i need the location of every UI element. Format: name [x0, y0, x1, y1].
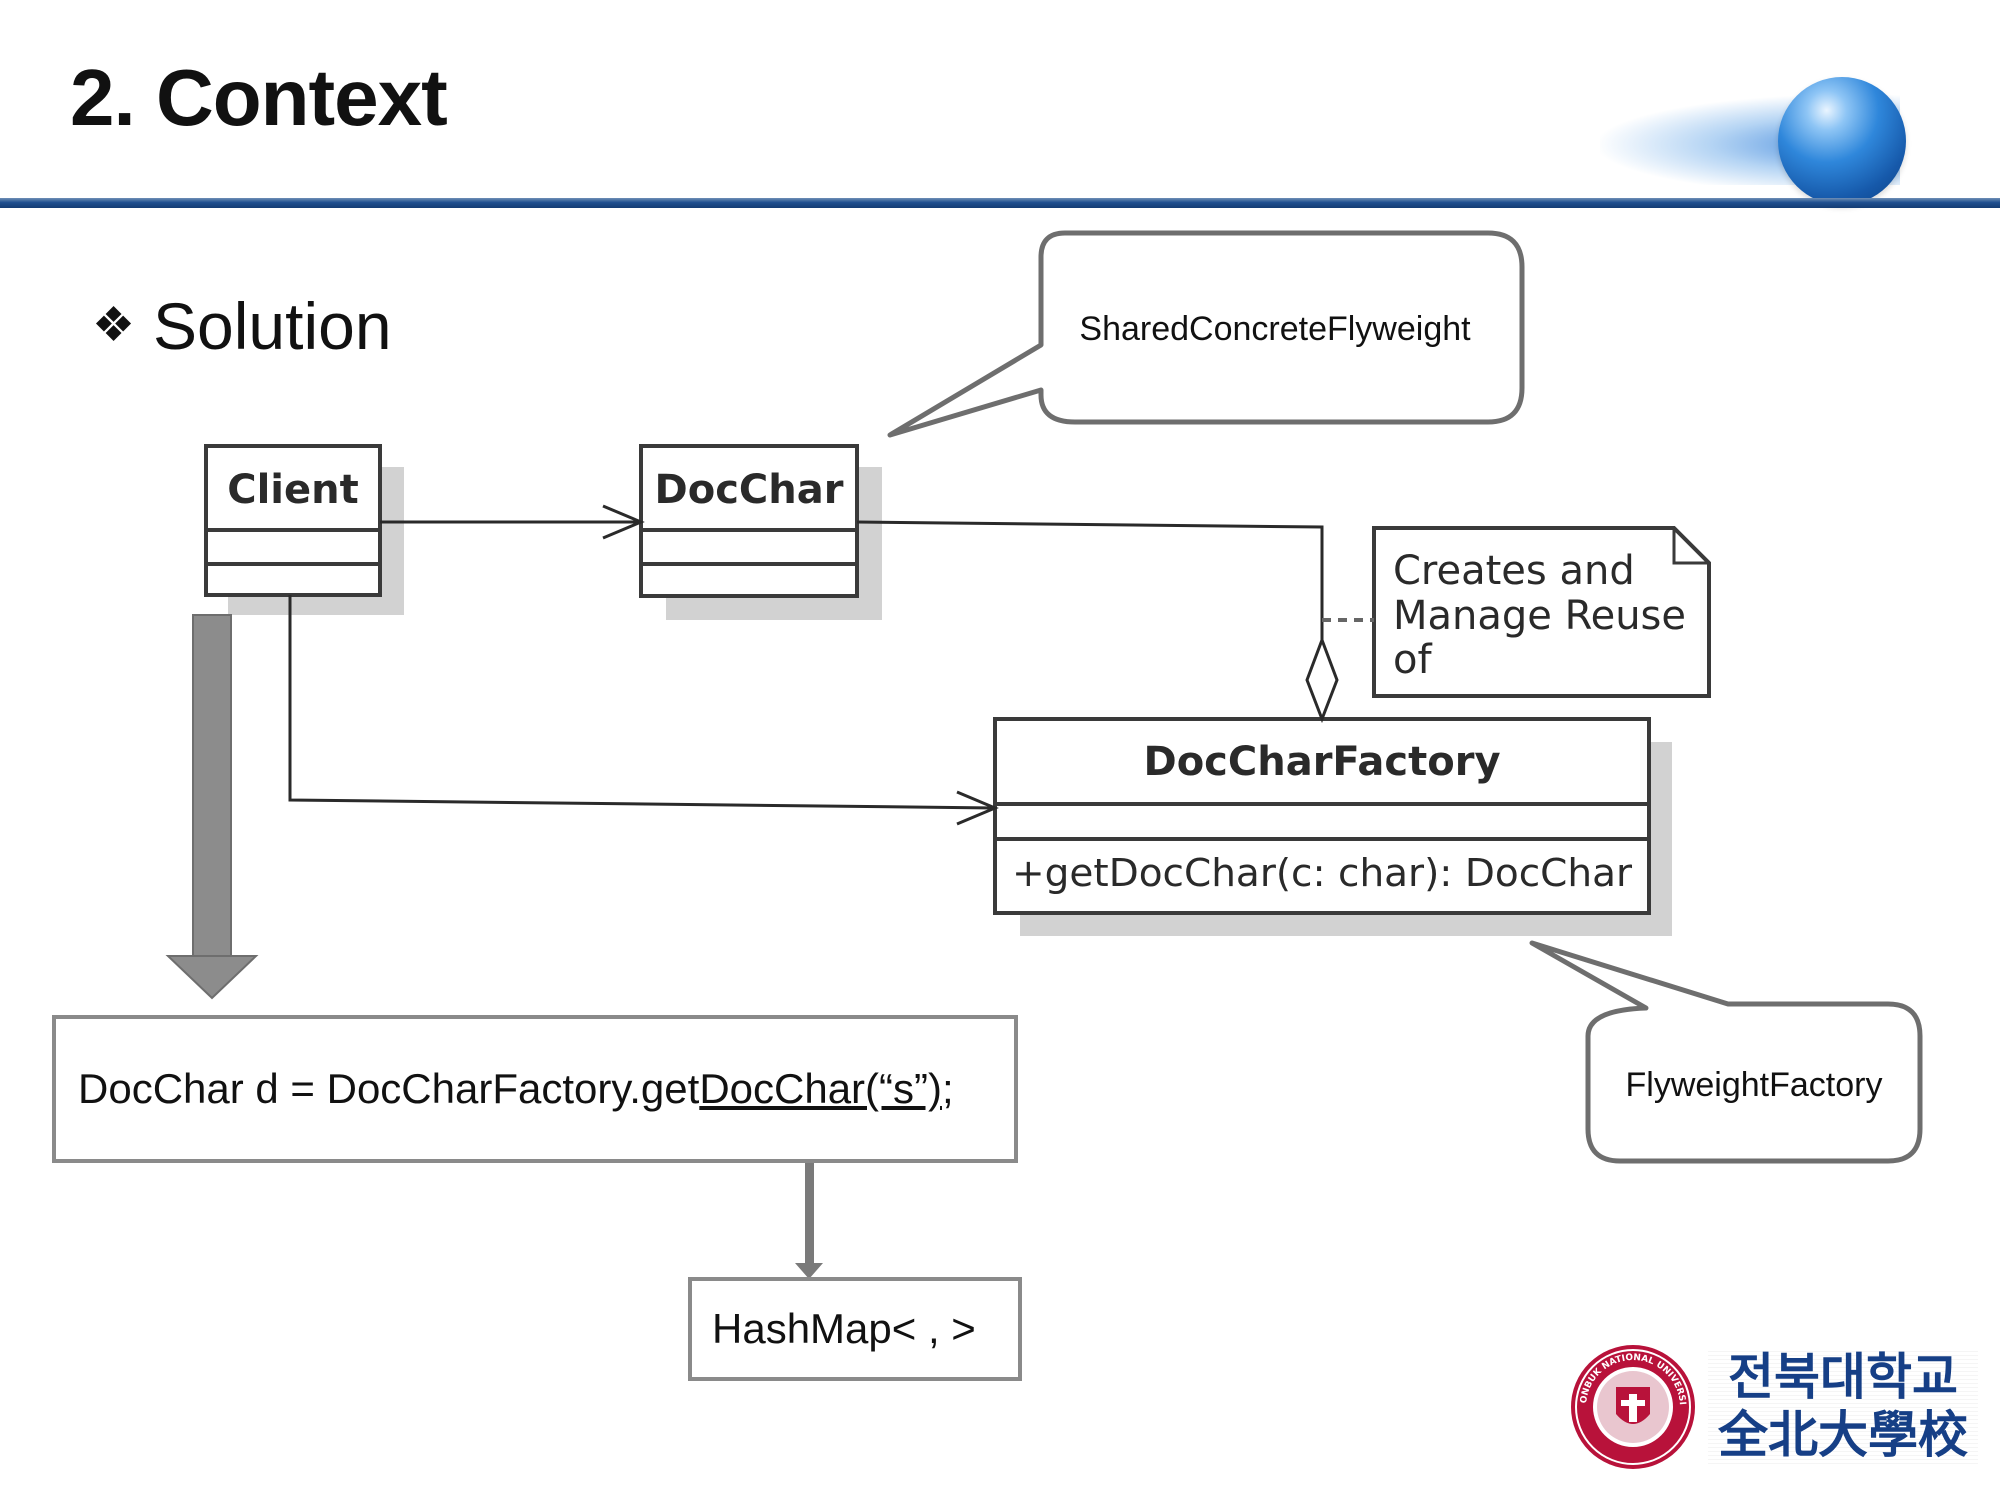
docchar-class-name: DocChar: [655, 467, 844, 513]
bullet-icon: ❖: [92, 299, 136, 352]
note-line-2: Manage Reuse: [1393, 593, 1686, 639]
client-class-name: Client: [227, 467, 359, 513]
code-suffix: ;: [941, 1065, 954, 1112]
down-arrow-code-to-hashmap: [795, 1143, 823, 1279]
university-name-korean: 전북대학교: [1728, 1347, 1958, 1406]
uml-class-docchar-factory: DocCharFactory +getDocChar(c: char): Doc…: [993, 717, 1672, 936]
header-divider: [0, 198, 2000, 208]
university-name-hanja: 全北大學校: [1718, 1405, 1968, 1464]
university-name: 전북대학교 全北大學校: [1708, 1348, 1978, 1464]
aggregation-docchar-factory: [856, 520, 1339, 724]
callout-factory-label: FlyweightFactory: [1626, 1066, 1883, 1104]
down-arrow-client-to-code: [165, 614, 259, 1000]
uml-class-client: Client: [204, 444, 404, 615]
uml-note: Creates and Manage Reuse of: [1372, 526, 1711, 698]
slide-title: 2. Context: [70, 53, 448, 142]
code-underlined-call: DocChar(“s”): [699, 1065, 942, 1112]
callout-shared-concrete-flyweight: SharedConcreteFlyweight: [887, 230, 1525, 438]
hashmap-box: HashMap< , >: [688, 1277, 1022, 1381]
factory-class-name: DocCharFactory: [1143, 739, 1500, 785]
association-client-factory: [288, 595, 999, 826]
section-heading: ❖ Solution: [92, 288, 392, 364]
note-line-3: of: [1393, 637, 1432, 683]
callout-shared-label: SharedConcreteFlyweight: [1079, 310, 1471, 348]
uml-class-docchar: DocChar: [639, 444, 882, 620]
university-seal-icon: CHONBUK NATIONAL UNIVERSITY: [1568, 1342, 1695, 1469]
section-title: Solution: [153, 289, 392, 363]
factory-operation: +getDocChar(c: char): DocChar: [1012, 851, 1632, 895]
code-prefix: DocChar d = DocCharFactory.get: [78, 1065, 700, 1112]
callout-flyweight-factory: FlyweightFactory: [1529, 940, 1923, 1164]
note-line-1: Creates and: [1393, 548, 1635, 594]
header-sphere-ornament: [1778, 77, 1906, 205]
association-client-docchar: [380, 504, 645, 540]
